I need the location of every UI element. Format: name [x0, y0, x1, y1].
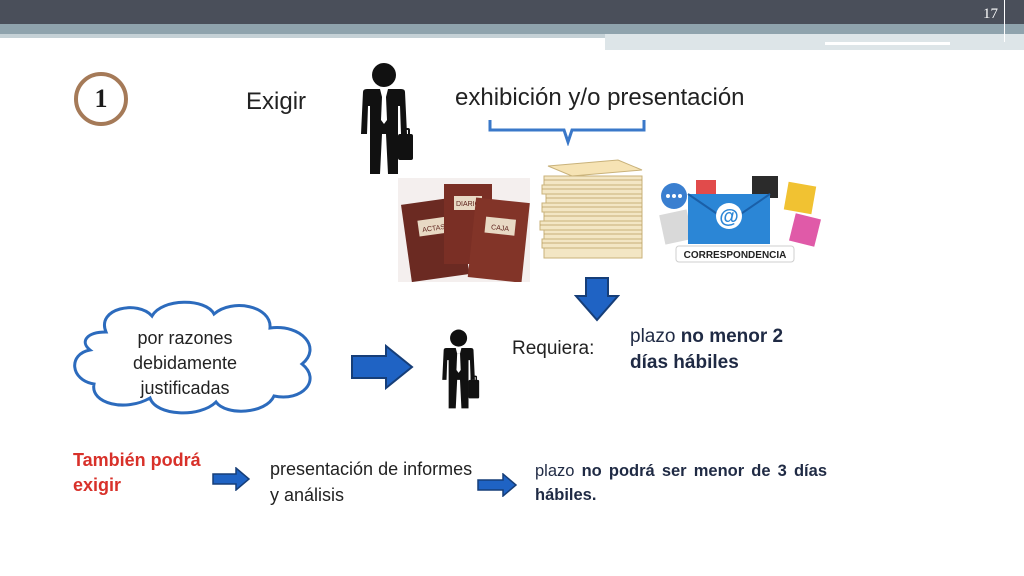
book-label-diario: DIARIO	[456, 201, 481, 208]
brace-icon	[488, 120, 646, 146]
correspondence-label: CORRESPONDENCIA	[684, 250, 787, 261]
cloud-shape	[73, 300, 312, 415]
small-businessman-icon	[442, 329, 480, 409]
deadline-prefix: plazo	[630, 326, 681, 347]
correspondence-image: @ CORRESPONDENCIA	[652, 172, 832, 264]
step-number-circle: 1	[74, 72, 128, 126]
reports-label: presentación de informes y análisis	[270, 459, 473, 505]
header-bar	[0, 0, 1024, 24]
book-label-caja: CAJA	[491, 224, 510, 233]
books-image: ACTAS DIARIO CAJA	[398, 178, 530, 282]
action-label: Exigir	[246, 88, 307, 115]
deadline2-bold-text: no podrá ser menor de 3 días hábiles.	[535, 462, 827, 504]
header-stripe-right	[605, 34, 1024, 50]
at-symbol-icon: @	[719, 206, 739, 228]
header-stripe-light	[0, 34, 605, 38]
small-right-arrow-icon	[212, 467, 250, 491]
header-divider	[1004, 0, 1005, 42]
object-label: exhibición y/o presentación	[455, 84, 745, 111]
deadline2-prefix: plazo	[535, 462, 582, 480]
header-stripe	[0, 24, 1024, 34]
book-label-actas: ACTAS	[422, 224, 446, 234]
also-label: También podrá exigir	[73, 450, 201, 495]
step-number: 1	[94, 84, 108, 113]
small-right-arrow-icon-2	[477, 473, 517, 497]
requires-label: Requiera:	[512, 338, 595, 359]
paper-stack-image	[538, 158, 648, 266]
right-arrow-icon	[351, 344, 414, 390]
down-arrow-icon	[574, 277, 620, 322]
deadline-bold-text: no menor 2 días hábiles	[630, 326, 784, 373]
deadline-three-days: plazo no podrá ser menor de 3 días hábil…	[535, 459, 827, 507]
cloud-text: por razones debidamente justificadas	[132, 328, 238, 398]
deadline-two-days: plazo no menor 2 días hábiles	[630, 324, 800, 376]
page-number: 17	[983, 6, 998, 22]
businessman-icon	[361, 63, 413, 174]
